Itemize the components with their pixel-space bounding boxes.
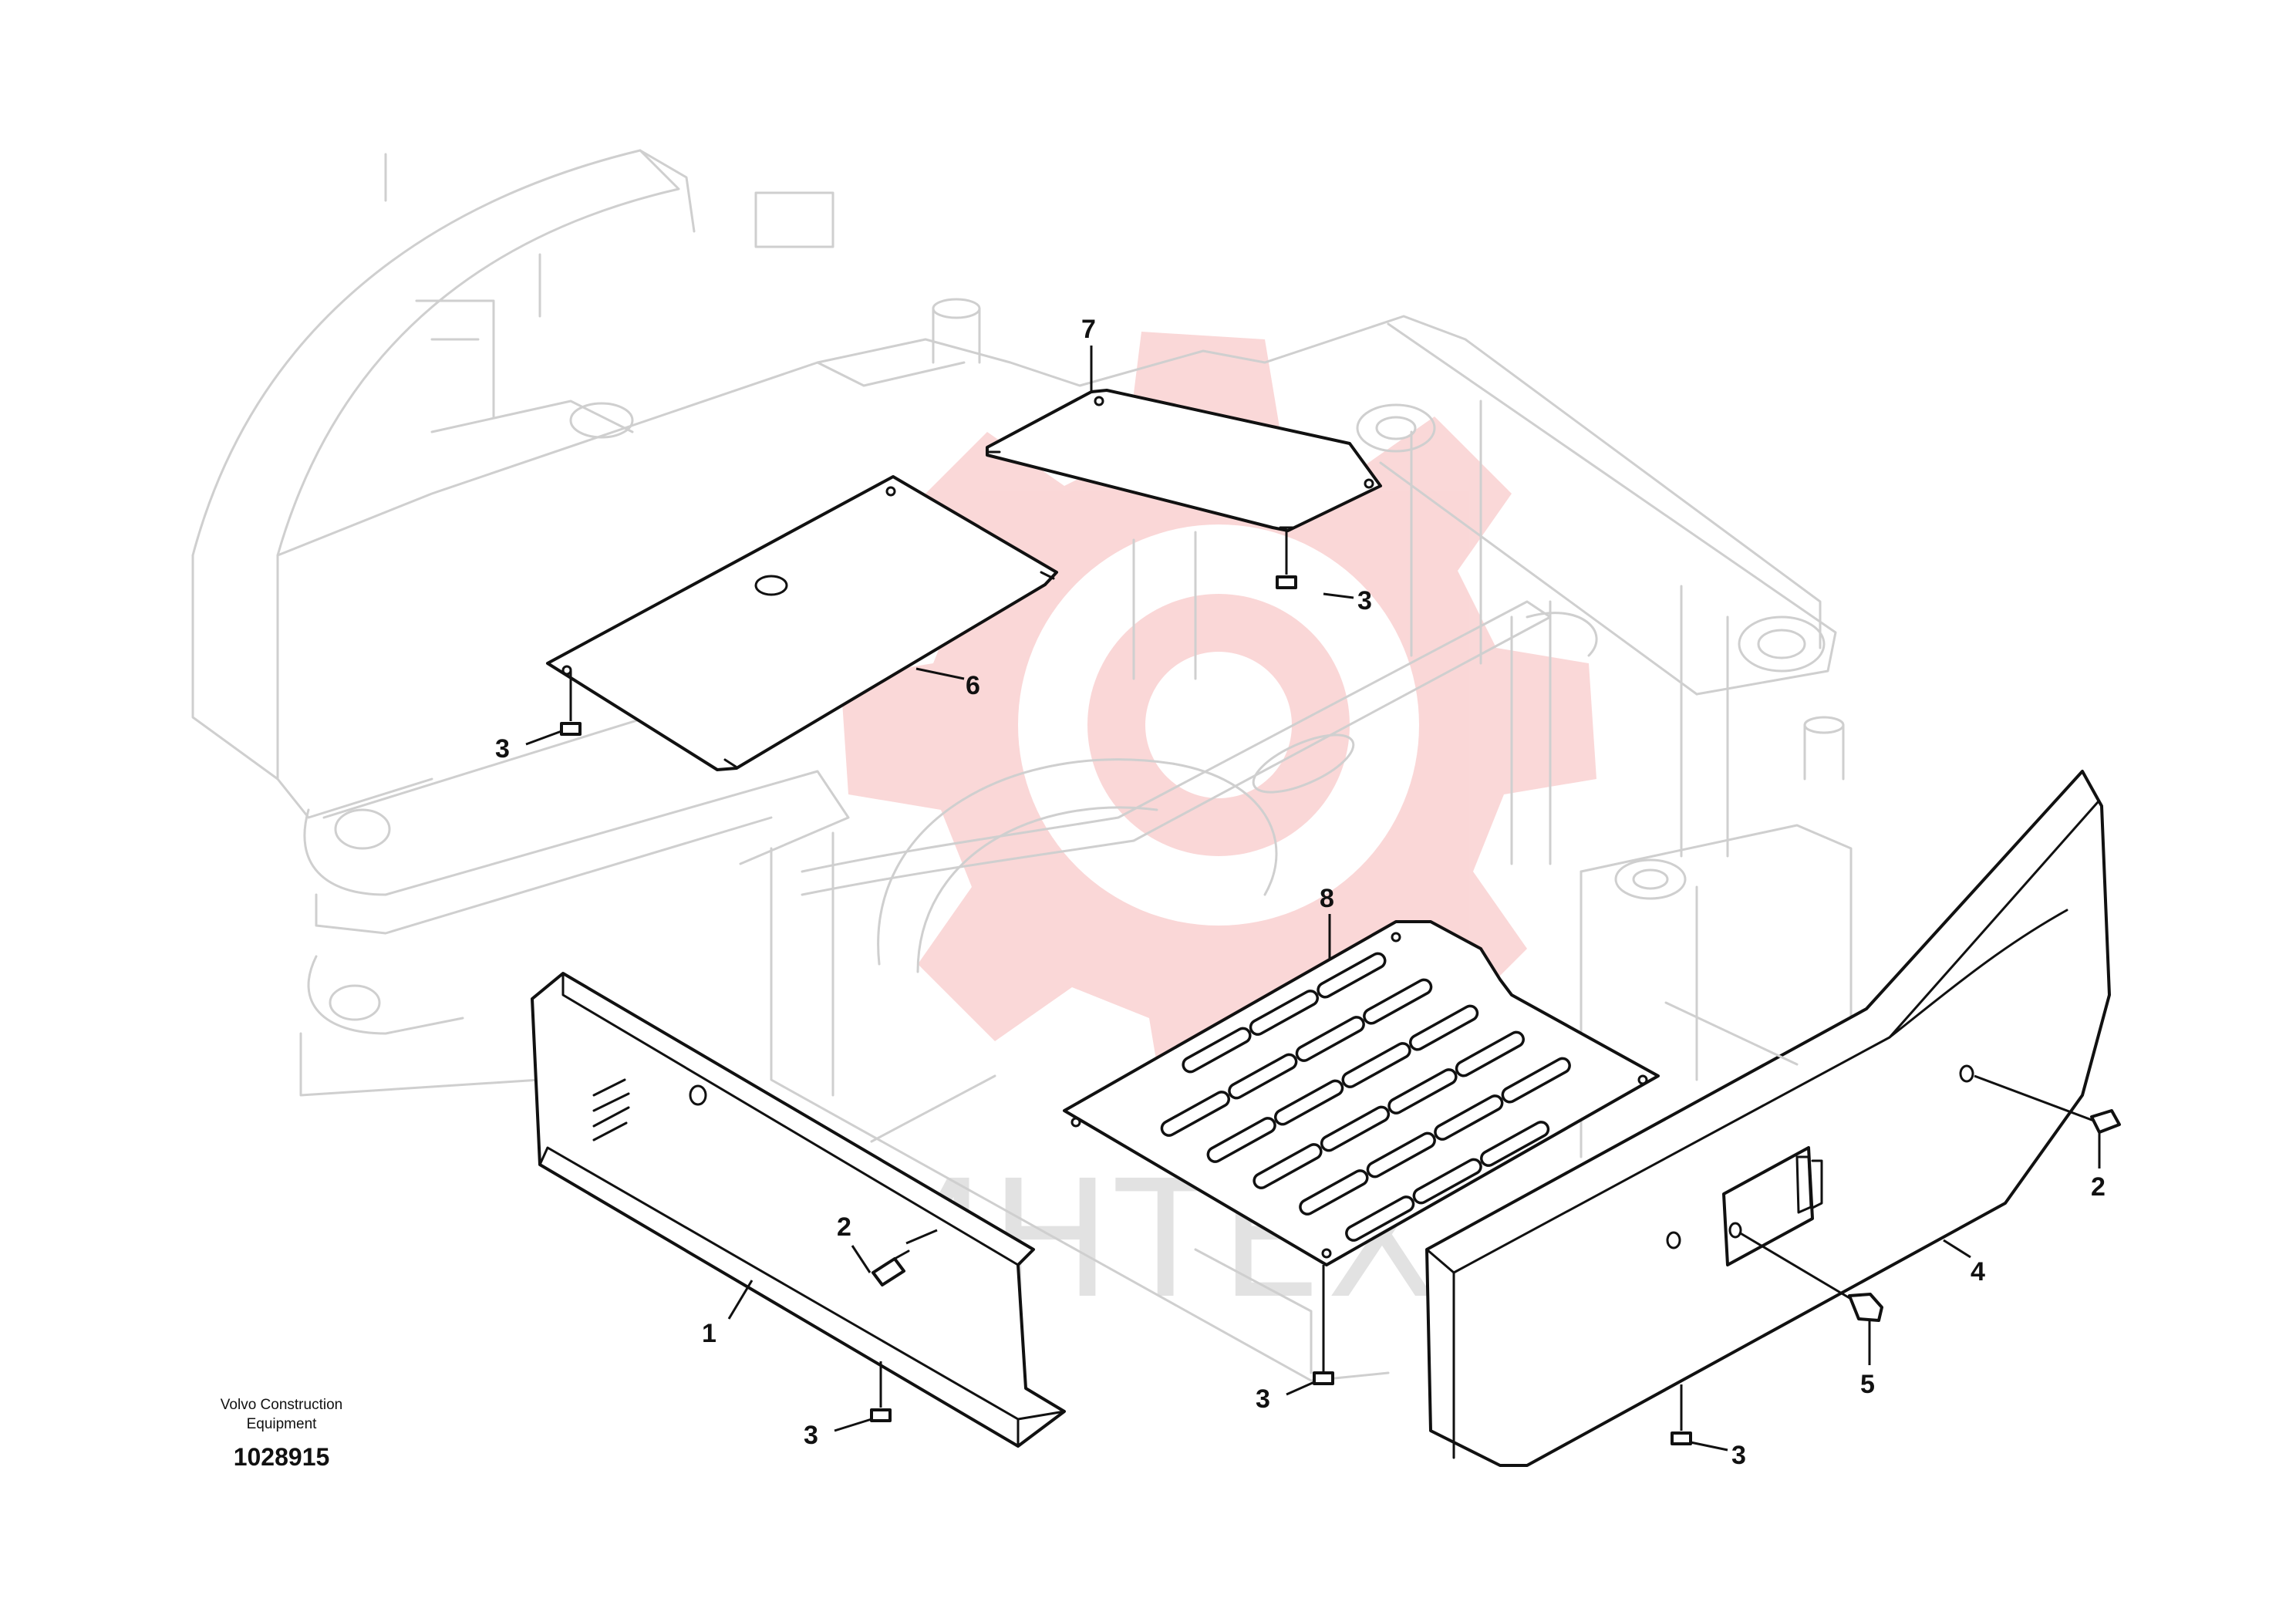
cover-plate-7 <box>986 389 1382 532</box>
grate-slot-inner <box>1411 1007 1476 1048</box>
bumper-cover-4 <box>1425 770 2111 1467</box>
grate-slot-inner <box>1458 1034 1522 1074</box>
callout-1: 1 <box>702 1319 716 1348</box>
callout-3-d: 3 <box>804 1421 818 1450</box>
grate-slot-inner <box>1369 1135 1434 1175</box>
callout-2-right: 2 <box>2091 1172 2106 1202</box>
document-number: 1028915 <box>234 1443 330 1471</box>
grate-slot-inner <box>1482 1123 1547 1165</box>
grate-slot-inner <box>1230 1056 1295 1097</box>
floor-grate-8 <box>1063 920 1660 1266</box>
callout-8: 8 <box>1320 884 1334 913</box>
callout-3-c: 3 <box>1256 1384 1270 1414</box>
grate-slot-inner <box>1415 1161 1480 1202</box>
grate-slot-inner <box>1301 1172 1366 1213</box>
callout-3-b: 3 <box>1357 586 1372 615</box>
screw-3-b <box>1276 531 1297 589</box>
caption-line-2: Equipment <box>247 1416 318 1432</box>
grate-slot-inner <box>1390 1071 1455 1112</box>
callout-6: 6 <box>966 671 980 700</box>
grate-slot-inner <box>1344 1044 1409 1086</box>
grate-slot-inner <box>1319 955 1384 996</box>
grate-slot-inner <box>1365 981 1430 1022</box>
grate-slots <box>1160 952 1571 1242</box>
callout-3-a: 3 <box>495 734 510 764</box>
callout-numbers: 7 6 8 3 3 3 3 3 1 4 2 2 5 <box>495 315 2106 1470</box>
caption-block: Volvo Construction Equipment 1028915 <box>221 1397 342 1471</box>
watermark-gear-emblem <box>841 332 1596 1111</box>
callout-leaders <box>525 346 2101 1452</box>
callout-5: 5 <box>1860 1370 1875 1399</box>
callout-3-e: 3 <box>1731 1441 1746 1470</box>
grate-slot-inner <box>1252 992 1317 1034</box>
grate-slot-inner <box>1163 1093 1228 1135</box>
upper-frame-outline <box>191 149 1853 1382</box>
callout-2-left: 2 <box>837 1212 851 1242</box>
grate-slot-inner <box>1276 1082 1341 1123</box>
grate-slot-inner <box>1255 1145 1320 1187</box>
bolt-2-right <box>1974 1074 2121 1134</box>
grate-slot-inner <box>1436 1097 1501 1138</box>
screw-3-e <box>1671 1384 1692 1445</box>
caption-line-1: Volvo Construction <box>221 1397 342 1413</box>
grate-slot-inner <box>1184 1030 1249 1071</box>
bolt-2-left <box>872 1229 938 1286</box>
grate-slot-inner <box>1347 1198 1412 1239</box>
screw-3-d <box>870 1361 892 1422</box>
side-cover-1 <box>531 972 1066 1448</box>
callout-7: 7 <box>1081 315 1096 344</box>
screw-3-a <box>560 671 582 736</box>
cover-plate-6 <box>546 475 1058 771</box>
grate-slot-inner <box>1323 1108 1387 1149</box>
callout-4: 4 <box>1971 1257 1985 1286</box>
grate-slot-inner <box>1504 1060 1569 1101</box>
grate-slot-inner <box>1298 1018 1363 1060</box>
grate-slot-inner <box>1209 1119 1274 1161</box>
screw-3-c <box>1313 1265 1334 1385</box>
screw-5 <box>1738 1231 1883 1322</box>
